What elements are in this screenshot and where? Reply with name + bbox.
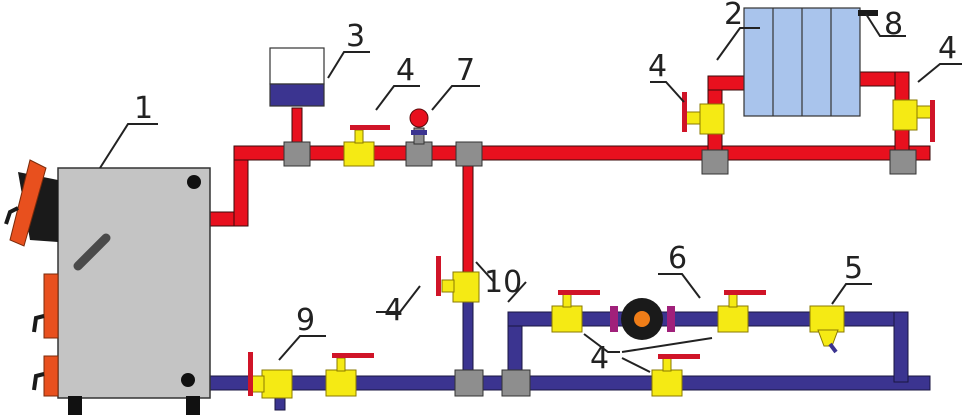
ball-valve-radiator-right [892,99,935,142]
label-valve-bypass: 4 [384,293,403,328]
ball-valve-bypass [436,256,480,303]
label-pump: 6 [668,241,687,276]
boiler [4,159,211,415]
tee-fitting-return-bypass [454,369,484,397]
label-drain-valve: 9 [296,303,315,338]
ball-valve-supply [343,125,390,167]
boiler-foot-right [186,396,200,415]
boiler-door-middle [43,273,59,339]
fitting-radiator-left [701,149,729,175]
safety-valve [409,108,429,145]
label-safety-valve: 7 [456,53,475,88]
label-expansion-tank: 3 [346,19,365,54]
tee-fitting-safety [405,141,433,167]
boiler-body [57,167,211,399]
label-air-vent: 8 [884,7,903,42]
label-ball-valve-top: 4 [396,53,415,88]
label-valve-radiator-left: 4 [648,49,667,84]
boiler-foot-left [68,396,82,415]
circulation-pump [610,298,675,340]
leader-lines [99,13,962,373]
labels: 1 2 3 4 7 4 4 8 4 10 6 5 9 4 [134,0,957,376]
label-radiator: 2 [724,0,743,32]
air-vent [858,10,878,16]
drain-valve [248,352,293,399]
label-boiler: 1 [134,91,153,126]
label-strainer: 5 [844,251,863,286]
return-pipe [209,299,931,411]
boiler-handle [73,233,111,271]
label-valves-pump-group: 4 [590,341,609,376]
ball-valve-radiator-left [682,92,725,135]
tee-fitting-supply-bypass [455,141,483,167]
fittings [283,141,917,397]
boiler-door-lower [43,355,59,397]
boiler-bolt-top [187,175,201,189]
radiator [743,7,878,117]
boiler-bolt-bottom [181,373,195,387]
label-tee-fittings: 10 [484,265,522,300]
expansion-tank [269,47,325,107]
ball-valve-return-left [325,353,374,397]
label-valve-radiator-right: 4 [938,31,957,66]
fitting-radiator-right [889,149,917,175]
ball-valve-return-bypass [651,354,700,397]
ball-valve-pump-out [717,290,766,333]
strainer-filter [809,305,845,354]
tee-fitting-tank [283,141,311,167]
boiler-door-latch-upper [4,206,19,225]
ball-valve-pump-in [551,290,600,333]
boiler-door-upper-frame [9,159,47,247]
boiler-door-latch-lower [32,372,45,391]
tee-fitting-return-pump [501,369,531,397]
boiler-door-latch-middle [32,314,45,333]
